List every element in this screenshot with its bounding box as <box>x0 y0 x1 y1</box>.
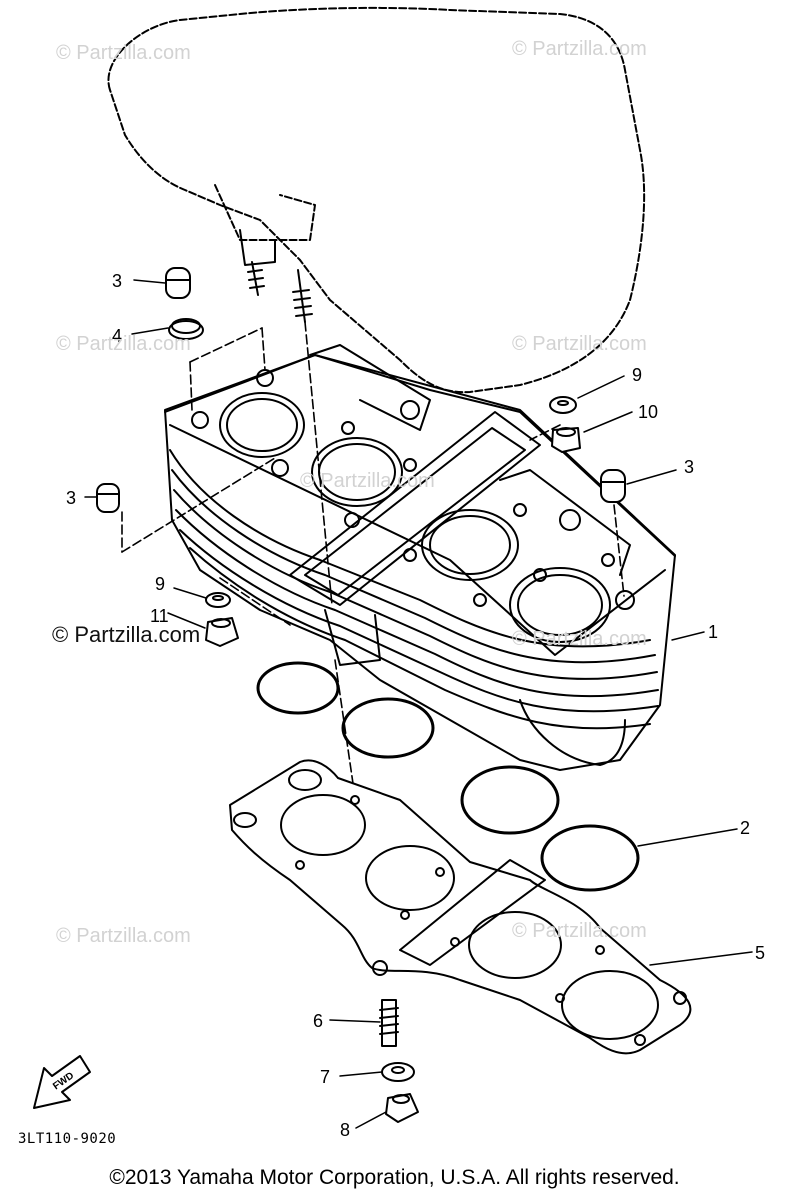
part-7-washer <box>381 1062 415 1082</box>
watermark: © Partzilla.com <box>512 920 647 942</box>
leader-lines <box>84 279 753 1129</box>
upper-stud-left <box>247 261 265 296</box>
callout-7: 7 <box>320 1067 330 1087</box>
callout-3-top: 3 <box>112 271 122 291</box>
callout-3-right: 3 <box>684 457 694 477</box>
watermark: © Partzilla.com <box>56 925 191 947</box>
watermark: © Partzilla.com <box>300 470 435 492</box>
callout-2: 2 <box>740 818 750 838</box>
part-6-stud <box>379 999 399 1047</box>
part-3-dowel-top <box>165 267 191 299</box>
callout-9-left: 9 <box>155 574 165 594</box>
copyright-notice: ©2013 Yamaha Motor Corporation, U.S.A. A… <box>109 1166 680 1189</box>
watermark: © Partzilla.com <box>512 333 647 355</box>
crankcase-mount-tab <box>239 229 276 266</box>
callout-9-right: 9 <box>632 365 642 385</box>
callout-4: 4 <box>112 326 122 346</box>
crankcase-outline <box>107 6 646 394</box>
part-8-nut <box>385 1093 419 1123</box>
part-3-dowel-left <box>96 483 120 513</box>
o-rings <box>256 661 640 892</box>
part-11-nut <box>205 617 239 647</box>
base-gasket <box>229 759 692 1055</box>
watermark: © Partzilla.com <box>56 333 191 355</box>
callout-8: 8 <box>340 1120 350 1140</box>
crankcase-mount <box>214 184 316 241</box>
callout-3-left: 3 <box>66 488 76 508</box>
callout-5: 5 <box>755 943 765 963</box>
fwd-arrow-icon <box>33 1055 91 1109</box>
watermark-main: © Partzilla.com <box>52 622 201 647</box>
callout-10: 10 <box>638 402 658 422</box>
part-9-washer-left <box>205 592 231 608</box>
upper-stud-right <box>292 269 313 323</box>
diagram-code: 3LT110-9020 <box>18 1131 117 1147</box>
part-9-washer-right <box>549 396 577 414</box>
part-4-grommet <box>168 318 204 340</box>
part-3-dowel-right <box>600 469 626 503</box>
callout-6: 6 <box>313 1011 323 1031</box>
watermark: © Partzilla.com <box>56 42 191 64</box>
watermark: © Partzilla.com <box>512 628 647 650</box>
part-10-nut <box>551 427 581 453</box>
callout-1: 1 <box>708 622 718 642</box>
watermark: © Partzilla.com <box>512 38 647 60</box>
callout-11: 11 <box>150 606 169 626</box>
